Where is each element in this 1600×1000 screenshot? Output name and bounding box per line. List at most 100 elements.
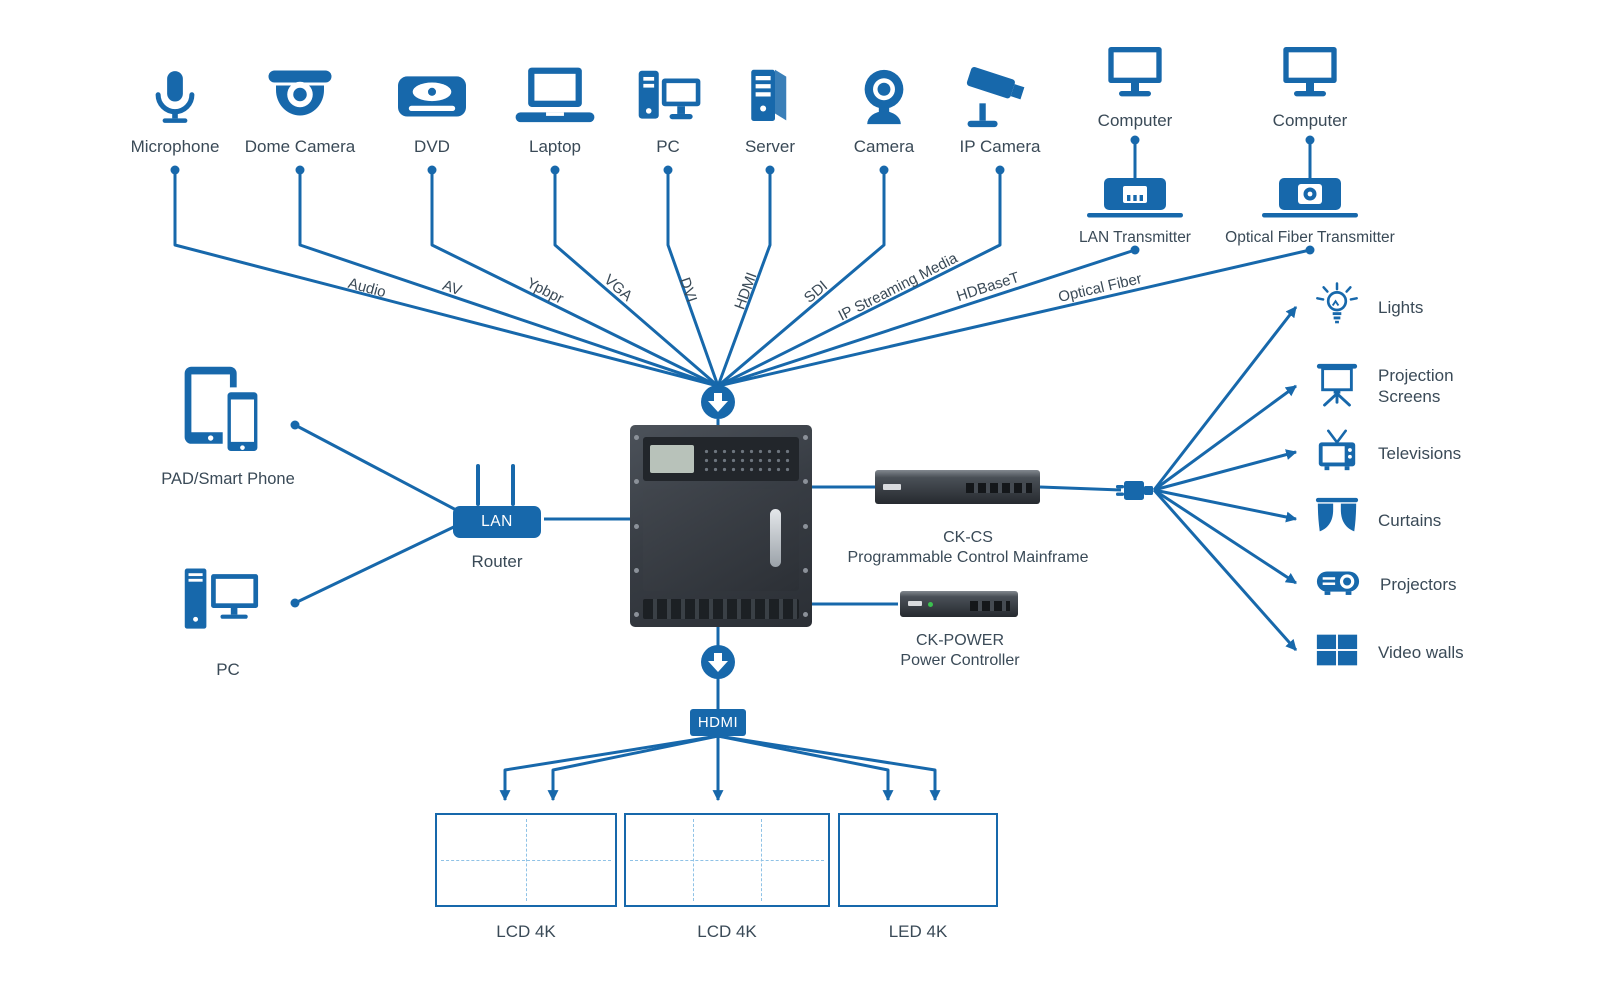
input-node-server: Server bbox=[695, 52, 845, 157]
down-arrow-icon bbox=[701, 645, 735, 679]
ckpower-desc: Power Controller bbox=[900, 652, 1020, 669]
ckpower-device bbox=[900, 591, 1018, 617]
display-grid-line bbox=[630, 860, 824, 861]
computer-icon bbox=[1235, 40, 1385, 106]
input-label: IP Camera bbox=[959, 137, 1041, 156]
microphone-icon bbox=[100, 52, 250, 132]
pad-smartphone-node: PAD/Smart Phone bbox=[148, 364, 308, 489]
computer-label: Computer bbox=[1097, 111, 1173, 130]
output-node-televisions: Televisions bbox=[1314, 429, 1461, 477]
input-node-laptop: Laptop bbox=[480, 52, 630, 157]
webcam-icon bbox=[809, 52, 959, 132]
ckpower-led bbox=[928, 601, 933, 607]
input-node-ip-camera: IP Camera bbox=[925, 52, 1075, 157]
matrix-chassis bbox=[630, 425, 812, 627]
output-label: Curtains bbox=[1378, 510, 1442, 530]
projection-screen-icon bbox=[1314, 361, 1360, 412]
connector-plug-icon bbox=[1116, 481, 1153, 500]
router-icon: LAN bbox=[449, 462, 545, 547]
input-label: Laptop bbox=[529, 137, 581, 156]
ckpower-name: CK-POWER bbox=[916, 632, 1004, 649]
projector-icon bbox=[1314, 559, 1362, 610]
transmitter-label: LAN Transmitter bbox=[1079, 229, 1191, 246]
ckcs-ports bbox=[966, 482, 1032, 493]
router-lan-badge: LAN bbox=[481, 513, 513, 530]
output-node-curtains: Curtains bbox=[1314, 496, 1441, 544]
led-display bbox=[838, 813, 998, 907]
desktop-pc-node: PC bbox=[148, 566, 308, 680]
output-node-projectors: Projectors bbox=[1314, 560, 1457, 608]
input-label: DVD bbox=[414, 137, 450, 156]
input-label: Server bbox=[744, 137, 796, 156]
ip-camera-icon bbox=[925, 52, 1075, 132]
ckpower-caption: CK-POWER Power Controller bbox=[900, 631, 1019, 671]
computer-label: Computer bbox=[1272, 111, 1348, 130]
computer-node-fiber: Computer bbox=[1235, 40, 1385, 131]
dvd-icon bbox=[357, 52, 507, 132]
ckpower-ports bbox=[970, 600, 1010, 611]
television-icon bbox=[1314, 428, 1360, 479]
ckcs-caption: CK-CS Programmable Control Mainframe bbox=[848, 528, 1089, 568]
lcd-display-2 bbox=[624, 813, 830, 907]
output-node-projection-screens: Projection Screens bbox=[1314, 362, 1490, 410]
chassis-door bbox=[643, 489, 799, 591]
desktop-pc-icon bbox=[148, 566, 308, 655]
video-wall-icon bbox=[1314, 627, 1360, 678]
output-label: Video walls bbox=[1378, 642, 1464, 662]
lan-transmitter-node: LAN Transmitter bbox=[1020, 176, 1250, 247]
chassis-screws-right bbox=[803, 435, 808, 617]
output-node-video-walls: Video walls bbox=[1314, 628, 1464, 676]
input-label: Camera bbox=[853, 137, 915, 156]
display-label: LCD 4K bbox=[697, 922, 757, 941]
pad-label: PAD/Smart Phone bbox=[161, 470, 295, 488]
lights-icon bbox=[1314, 281, 1360, 333]
display-label: LED 4K bbox=[888, 922, 948, 941]
computer-icon bbox=[1060, 40, 1210, 106]
ckcs-device bbox=[875, 470, 1040, 504]
optical-fiber-transmitter-node: Optical Fiber Transmitter bbox=[1195, 176, 1425, 247]
merge-arrow-icon bbox=[701, 385, 735, 419]
input-node-dvd: DVD bbox=[357, 52, 507, 157]
output-label: Projectors bbox=[1380, 574, 1457, 594]
lan-transmitter-icon bbox=[1020, 176, 1250, 225]
router-label: Router bbox=[471, 552, 523, 571]
hdmi-badge: HDMI bbox=[690, 709, 746, 736]
input-label: PC bbox=[656, 137, 680, 156]
chassis-control-panel bbox=[643, 437, 799, 481]
ckpower-logo bbox=[908, 601, 922, 607]
dome-camera-icon bbox=[225, 52, 375, 132]
chassis-handle bbox=[770, 509, 781, 567]
chassis-screws-left bbox=[634, 435, 639, 617]
output-label: Televisions bbox=[1378, 443, 1462, 463]
display-grid-line bbox=[441, 860, 611, 861]
router-node: LAN Router bbox=[449, 462, 545, 572]
chassis-vents bbox=[643, 599, 799, 619]
server-icon bbox=[695, 52, 845, 132]
ckcs-name: CK-CS bbox=[943, 529, 993, 546]
optical-fiber-transmitter-icon bbox=[1195, 176, 1425, 225]
output-label: Lights bbox=[1378, 297, 1424, 317]
chassis-buttons bbox=[700, 445, 792, 473]
output-label: Projection Screens bbox=[1378, 366, 1454, 406]
pad-smartphone-icon bbox=[148, 364, 308, 465]
curtains-icon bbox=[1314, 495, 1360, 546]
input-node-camera: Camera bbox=[809, 52, 959, 157]
wire-dots bbox=[170, 135, 1315, 608]
ckcs-desc: Programmable Control Mainframe bbox=[847, 549, 1089, 566]
lcd-display-1 bbox=[435, 813, 617, 907]
input-node-dome-camera: Dome Camera bbox=[225, 52, 375, 157]
input-node-pc: PC bbox=[593, 52, 743, 157]
transmitter-label: Optical Fiber Transmitter bbox=[1225, 229, 1395, 246]
pc-label: PC bbox=[216, 660, 240, 679]
laptop-icon bbox=[480, 52, 630, 132]
computer-node-lan: Computer bbox=[1060, 40, 1210, 131]
display-label: LCD 4K bbox=[496, 922, 556, 941]
input-node-microphone: Microphone bbox=[100, 52, 250, 157]
pc-icon bbox=[593, 52, 743, 132]
chassis-lcd bbox=[650, 445, 694, 473]
ckcs-logo bbox=[883, 483, 901, 490]
input-label: Microphone bbox=[130, 137, 220, 156]
input-label: Dome Camera bbox=[244, 137, 356, 156]
